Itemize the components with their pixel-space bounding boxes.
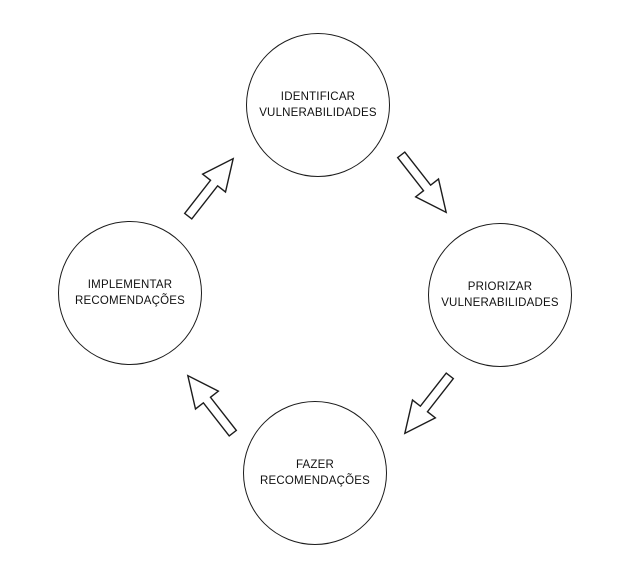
node-label-line: RECOMENDAÇÕES: [260, 475, 370, 487]
node-label-line: RECOMENDAÇÕES: [75, 295, 185, 307]
node-label-line: IMPLEMENTAR: [87, 278, 173, 291]
node-label-line: VULNERABILIDADES: [259, 107, 377, 119]
arrow-fazer-to-implementar: [174, 364, 246, 444]
arrow-identificar-to-priorizar: [388, 144, 460, 224]
node-identificar-vulnerabilidades: IDENTIFICAR VULNERABILIDADES: [246, 33, 390, 177]
node-label-line: VULNERABILIDADES: [441, 297, 559, 309]
node-priorizar-vulnerabilidades: PRIORIZAR VULNERABILIDADES: [428, 223, 572, 367]
arrow-implementar-to-identificar: [175, 147, 247, 227]
node-label-line: FAZER: [295, 458, 335, 471]
arrow-priorizar-to-fazer: [391, 365, 463, 445]
node-implementar-recomendacoes: IMPLEMENTAR RECOMENDAÇÕES: [58, 221, 202, 365]
node-label-line: IDENTIFICAR: [280, 90, 356, 103]
node-fazer-recomendacoes: FAZER RECOMENDAÇÕES: [243, 401, 387, 545]
node-label-line: PRIORIZAR: [467, 280, 533, 293]
